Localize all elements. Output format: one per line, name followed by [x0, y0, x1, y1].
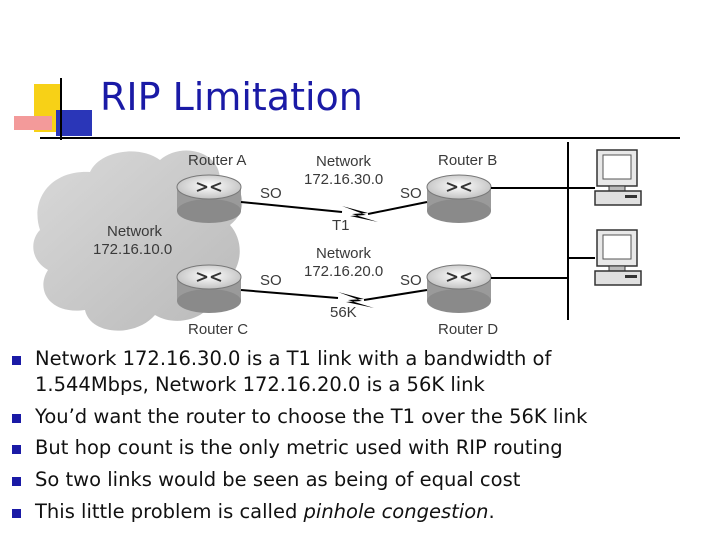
router-a-icon — [176, 174, 242, 223]
logo-vertical-bar — [60, 78, 62, 140]
computer-icon — [594, 149, 642, 206]
router-a-port: SO — [260, 185, 282, 202]
lan-segments — [491, 142, 595, 320]
bullet-marker-icon — [12, 356, 21, 365]
bullet-text-prefix: This little problem is called — [35, 500, 304, 523]
slide-title: RIP Limitation — [100, 75, 363, 119]
bullet-text-line2: 1.544Mbps, Network 172.16.20.0 is a 56K … — [35, 373, 485, 396]
router-b-label: Router B — [438, 152, 497, 169]
bullet-text-suffix: . — [488, 500, 495, 523]
router-c-label: Router C — [188, 321, 248, 338]
top-network-label: Network — [316, 153, 372, 170]
t1-link — [240, 201, 428, 222]
title-divider — [40, 137, 680, 139]
router-b-icon — [426, 174, 492, 223]
router-c-port: SO — [260, 272, 282, 289]
top-network-address: 172.16.30.0 — [304, 171, 383, 188]
bullet-marker-icon — [12, 414, 21, 423]
bullet-text: You’d want the router to choose the T1 o… — [35, 405, 588, 428]
bullet-text: So two links would be seen as being of e… — [35, 468, 521, 491]
router-b-port: SO — [400, 185, 422, 202]
network-diagram: Network 172.16.10.0 Router A Router B Ro… — [33, 142, 642, 338]
router-a-label: Router A — [188, 152, 246, 169]
bottom-network-label: Network — [316, 245, 372, 262]
56k-speed-label: 56K — [330, 304, 357, 321]
56k-link — [240, 289, 428, 308]
t1-speed-label: T1 — [332, 217, 350, 234]
router-c-icon — [176, 264, 242, 313]
bullet-marker-icon — [12, 509, 21, 518]
bottom-network-address: 172.16.20.0 — [304, 263, 383, 280]
bullet-marker-icon — [12, 477, 21, 486]
bullet-text-emphasis: pinhole congestion — [303, 500, 489, 523]
logo-red-block — [14, 116, 52, 130]
bullet-text: But hop count is the only metric used wi… — [35, 436, 563, 459]
cloud-network-address: 172.16.10.0 — [93, 241, 172, 258]
logo-blue-block — [56, 110, 92, 136]
bullet-marker-icon — [12, 445, 21, 454]
router-d-port: SO — [400, 272, 422, 289]
router-d-label: Router D — [438, 321, 498, 338]
router-d-icon — [426, 264, 492, 313]
computer-icon — [594, 229, 642, 286]
bullet-text-line1: Network 172.16.30.0 is a T1 link with a … — [35, 347, 552, 370]
cloud-network-label: Network — [107, 223, 163, 240]
